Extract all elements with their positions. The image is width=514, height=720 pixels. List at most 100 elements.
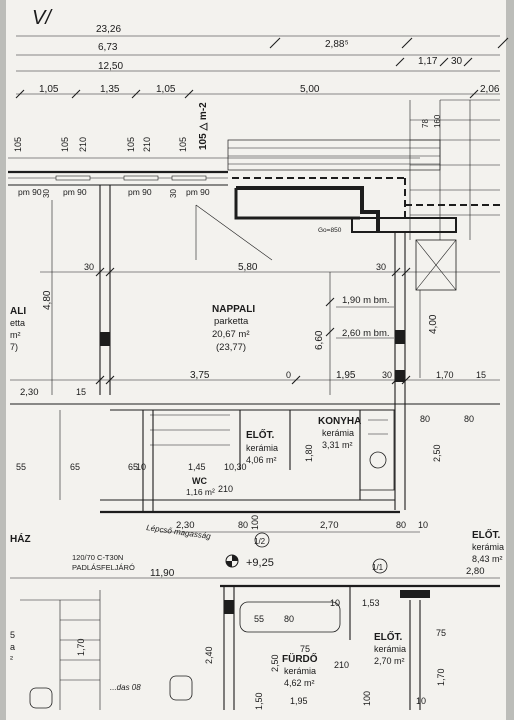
d1-95-b: 1,95 (290, 696, 308, 706)
dim-row3-right: 30 (451, 56, 463, 67)
wc-name: WC (192, 476, 207, 486)
room-elot-1: ELŐT. kerámia 4,06 m² (246, 428, 278, 465)
room-konyha: KONYHA kerámia 3,31 m² (318, 416, 361, 450)
d65-b: 65 (128, 462, 138, 472)
d15-left: 15 (76, 387, 86, 397)
lbf-3: ² (10, 654, 13, 664)
d15-right: 15 (476, 370, 486, 380)
d80-c: 80 (238, 520, 248, 530)
vertical-dims-top: 105 105 210 105 210 105 (13, 137, 188, 152)
wc-area: 1,16 m² (186, 487, 215, 497)
room-wc: WC 1,16 m² (186, 476, 215, 497)
bottom-dimension-chain: 11,90 2,80 1,53 10 (10, 566, 500, 608)
section-mark-2: 1/1 (372, 563, 384, 572)
d1-80: 1,80 (304, 444, 314, 462)
paper-background (6, 0, 506, 720)
elot1-name: ELŐT. (246, 428, 275, 441)
elot3-floor: kerámia (374, 644, 406, 654)
dim-row3-left: 12,50 (98, 61, 123, 72)
nappali-name: NAPPALI (212, 304, 255, 315)
d10-a: 10 (136, 462, 146, 472)
d4-80: 4,80 (42, 290, 53, 310)
lbf-1: 5 (10, 630, 15, 640)
dim-overall: 23,26 (96, 24, 121, 35)
d80-e: 80 (284, 614, 294, 624)
window-tag-1: pm 90 (18, 187, 42, 197)
d2-80: 2,80 (466, 566, 485, 577)
d80-a: 80 (420, 414, 430, 424)
height-1: 1,90 m bm. (342, 295, 390, 306)
d2-50: 2,50 (432, 444, 442, 462)
d30-mid-b: 30 (376, 262, 386, 272)
d55: 55 (16, 462, 26, 472)
d10-b: 10 (418, 520, 428, 530)
attic-access: 120/70 C-T30N PADLÁSFELJÁRÓ (72, 553, 135, 572)
d4-00: 4,00 (428, 314, 439, 334)
d210-b: 210 (334, 660, 349, 670)
nappali-area: 20,67 m² (212, 329, 250, 340)
vdim-3: 210 (78, 137, 88, 152)
d10-d: 10 (416, 696, 426, 706)
stair-side-2: 160 (433, 114, 442, 128)
left-room-fragment: ALI etta m² 7) (10, 306, 26, 352)
d10-30: 10,30 (224, 462, 247, 472)
vdim-6: 105 (178, 137, 188, 152)
nappali-dims: 30 5,80 30 4,80 1,90 m bm. 2,60 m bm. 6,… (40, 200, 500, 395)
dim-right-block: 2,88⁵ (325, 39, 349, 50)
d75-b: 75 (300, 644, 310, 654)
konyha-area: 3,31 m² (322, 440, 353, 450)
vdim-2: 105 (60, 137, 70, 152)
d100-b: 100 (362, 691, 372, 706)
window-tag-3: pm 90 (128, 187, 152, 197)
left-room-name: ALI (10, 306, 26, 317)
bottom-walls (20, 586, 421, 710)
dim-row4-a: 1,05 (39, 84, 59, 95)
d6-60: 6,60 (314, 330, 325, 350)
handwritten-bottom: ...das 08 (110, 683, 141, 692)
d55-b: 55 (254, 614, 264, 624)
furdo-floor: kerámia (284, 666, 316, 676)
elot2-floor: kerámia (472, 542, 504, 552)
d1-45: 1,45 (188, 462, 206, 472)
top-exterior-wall: pm 90 pm 90 pm 90 pm 90 30 30 (8, 157, 420, 198)
vdim-1: 105 (13, 137, 23, 152)
d65-a: 65 (70, 462, 80, 472)
vdim-4: 105 (126, 137, 136, 152)
level-marker: 105 △ m-2 (198, 102, 209, 150)
room-elot-3: ELŐT. kerámia 2,70 m² (374, 630, 406, 666)
paper-shadow-left (0, 0, 6, 720)
d80-d: 80 (396, 520, 406, 530)
d100-a: 100 (250, 515, 260, 530)
level-bottom: +9,25 (225, 554, 274, 569)
d30-top-a: 30 (42, 189, 51, 198)
level-bottom-value: +9,25 (246, 557, 274, 569)
d1-70-b: 1,70 (76, 638, 86, 656)
d30-top-b: 30 (169, 189, 178, 198)
d1-95: 1,95 (336, 370, 356, 381)
bottom-small-dims: 75 75 55 80 2,40 1,70 1,70 2,50 210 1,50… (76, 614, 446, 710)
furdo-name: FÜRDŐ (282, 652, 318, 665)
d5-80: 5,80 (238, 262, 258, 273)
mid-dimension-line: 3,75 0 1,95 30 1,70 15 2,30 15 (10, 370, 500, 411)
elot1-floor: kerámia (246, 443, 278, 453)
d2-50-b: 2,50 (270, 654, 280, 672)
paper-shadow-right (506, 0, 514, 720)
left-bottom-fragment: 5 a ² (10, 630, 15, 664)
lower-small-dims: 80 80 2,50 1,80 10 65 65 55 10,30 1,45 2… (16, 414, 474, 533)
lower-walls (59, 409, 400, 514)
dim-row3-mid: 1,17 (418, 56, 438, 67)
elot2-name: ELŐT. (472, 528, 501, 541)
left-room-area: m² (10, 330, 21, 340)
attic-line2: PADLÁSFELJÁRÓ (72, 563, 135, 572)
right-window-box (415, 239, 457, 291)
section-marks: 1/2 1/1 (254, 532, 388, 574)
d10-c: 10 (330, 598, 340, 608)
elot1-area: 4,06 m² (246, 455, 277, 465)
elot3-name: ELŐT. (374, 630, 403, 643)
d75-a: 75 (436, 628, 446, 638)
vdim-5: 210 (142, 137, 152, 152)
nappali-floor: parketta (214, 316, 249, 327)
section-mark-1: 1/2 (254, 537, 266, 546)
stair-block: 78 160 Go=850 (195, 99, 500, 261)
